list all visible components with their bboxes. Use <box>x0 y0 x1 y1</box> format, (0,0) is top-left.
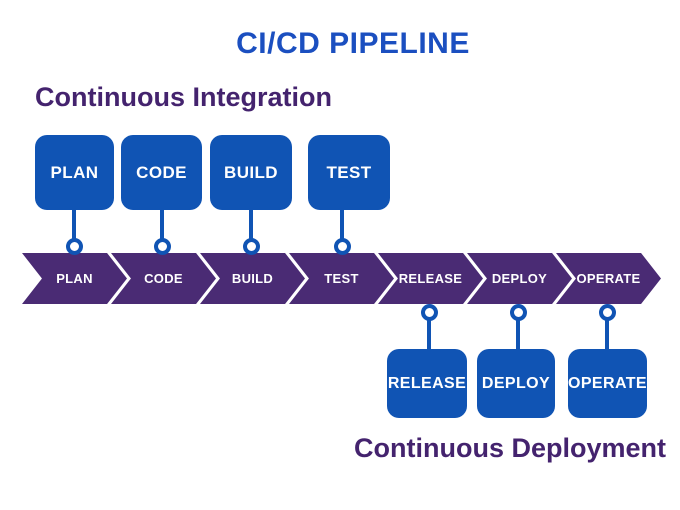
connector-line-release <box>427 318 431 350</box>
connector-line-test <box>340 210 344 240</box>
stage-card-build: BUILD <box>210 135 292 210</box>
continuous-integration-heading: Continuous Integration <box>35 82 332 112</box>
stage-card-code: CODE <box>121 135 202 210</box>
connector-ring-deploy <box>510 304 527 321</box>
stage-card-plan: PLAN <box>35 135 114 210</box>
connector-ring-operate <box>599 304 616 321</box>
connector-line-deploy <box>516 318 520 350</box>
continuous-deployment-heading: Continuous Deployment <box>354 433 666 463</box>
connector-ring-release <box>421 304 438 321</box>
connector-line-build <box>249 210 253 240</box>
connector-line-code <box>160 210 164 240</box>
diagram-title: CI/CD PIPELINE <box>236 27 470 60</box>
stage-card-operate: OPERATE <box>568 349 647 418</box>
stage-card-test: TEST <box>308 135 390 210</box>
chevron-plan: PLAN <box>22 253 127 304</box>
connector-line-plan <box>72 210 76 240</box>
connector-line-operate <box>605 318 609 350</box>
connector-ring-test <box>334 238 351 255</box>
connector-ring-build <box>243 238 260 255</box>
connector-ring-plan <box>66 238 83 255</box>
stage-card-deploy: DEPLOY <box>477 349 555 418</box>
connector-ring-code <box>154 238 171 255</box>
stage-card-release: RELEASE <box>387 349 467 418</box>
chevron-deploy: DEPLOY <box>467 253 572 304</box>
